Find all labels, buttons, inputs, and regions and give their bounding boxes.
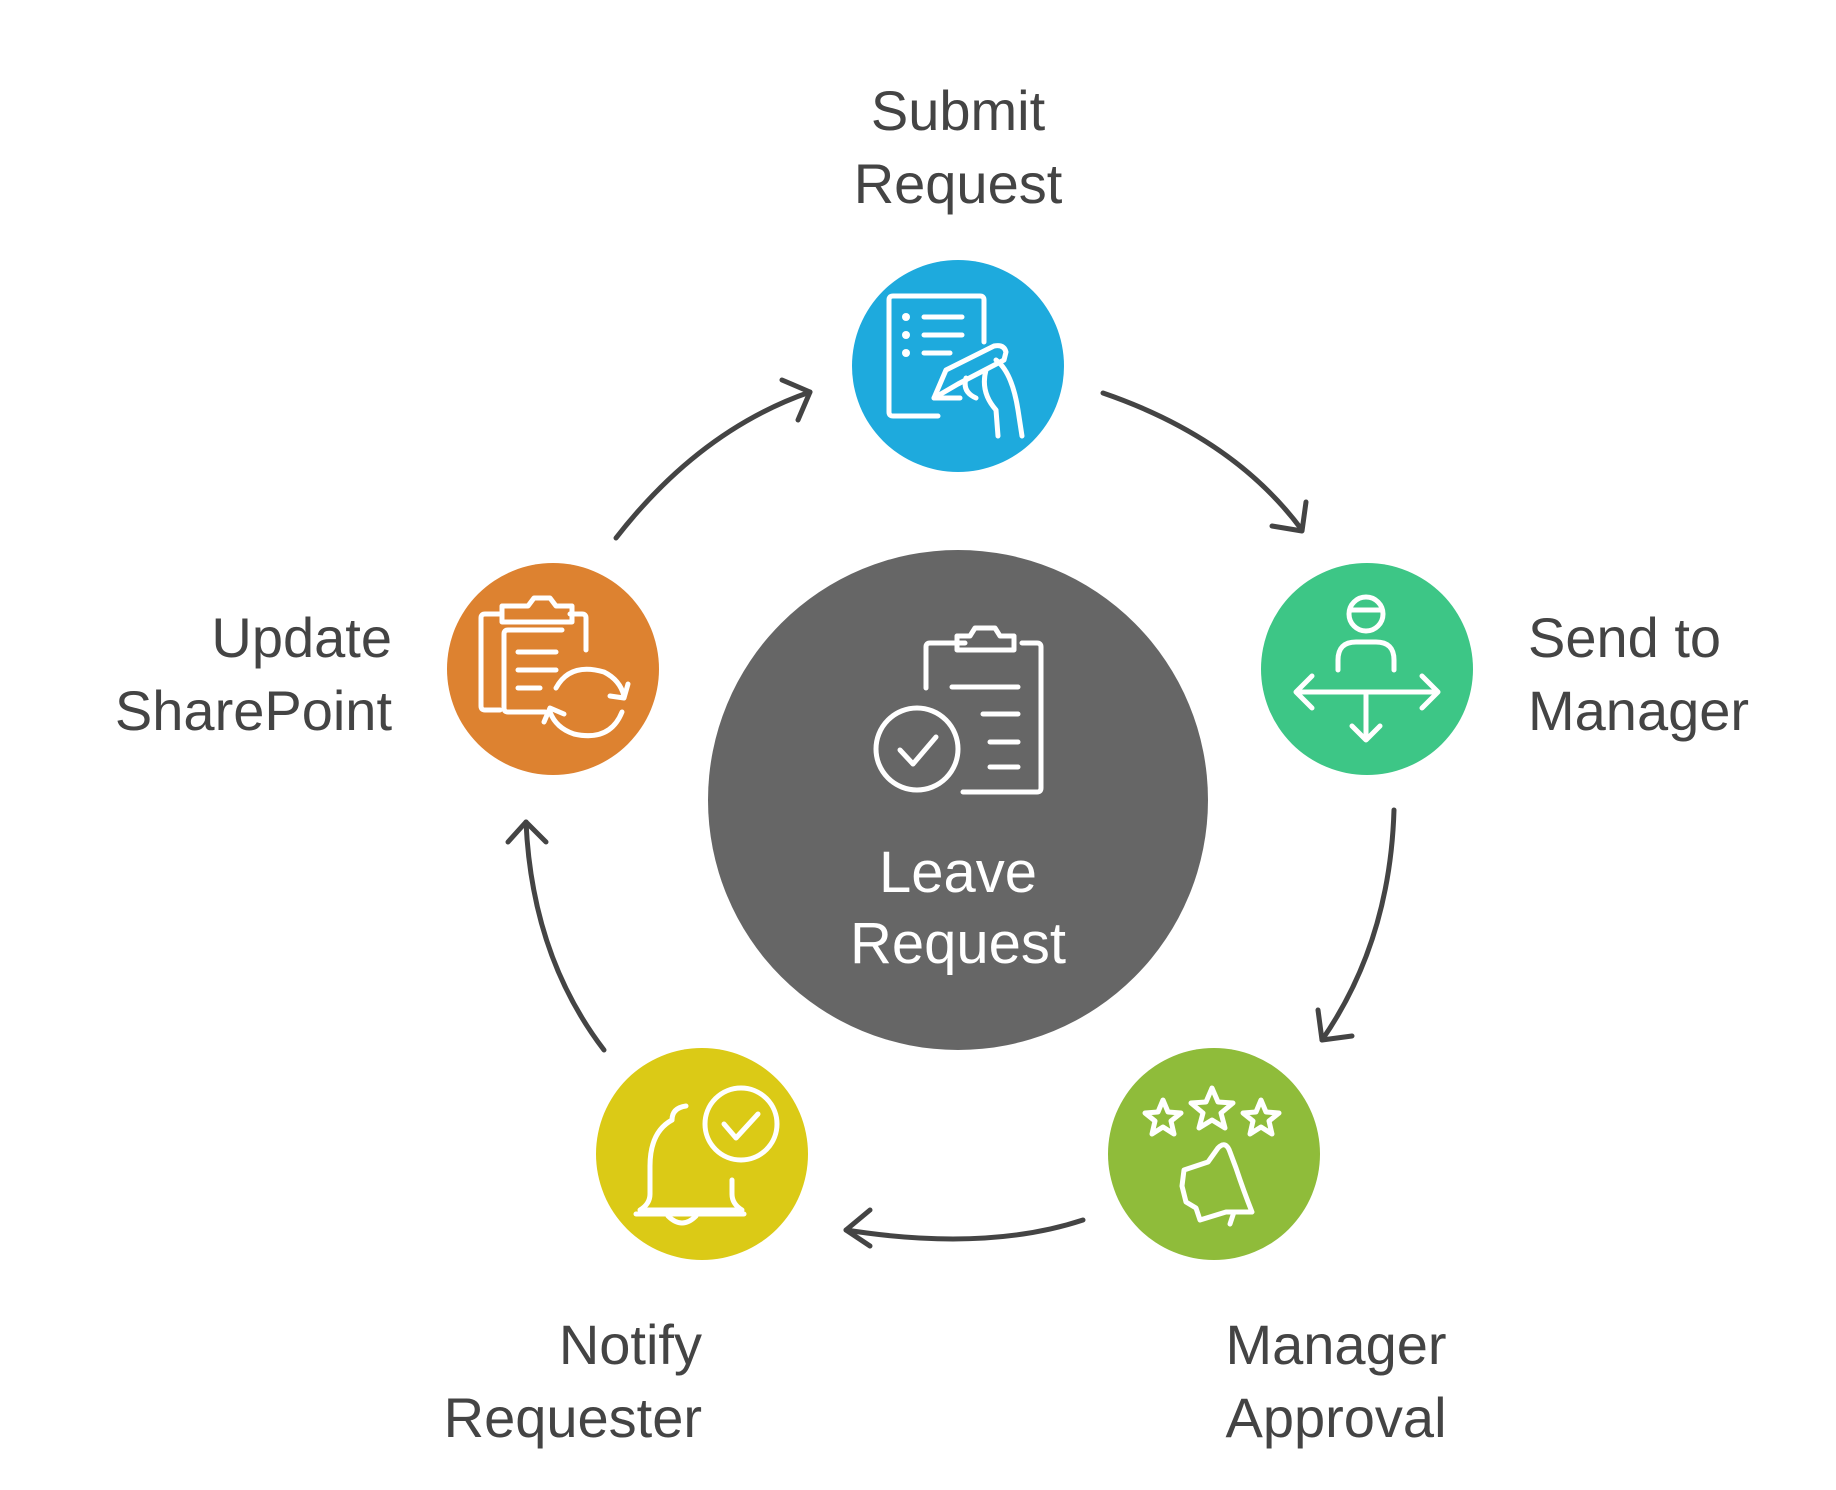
person-directions-icon bbox=[1293, 594, 1441, 743]
step-label-line2: Approval bbox=[1225, 1386, 1446, 1449]
step-label-line2: Manager bbox=[1528, 679, 1749, 742]
step-label-line1: Notify bbox=[559, 1313, 702, 1376]
step-label-line1: Submit bbox=[871, 79, 1046, 142]
clipboard-check-icon bbox=[873, 625, 1044, 795]
document-sync-icon bbox=[478, 595, 631, 739]
step-circle bbox=[596, 1048, 808, 1260]
stars-thumbs-up-icon bbox=[1142, 1085, 1282, 1227]
step-label-line1: Send to bbox=[1528, 606, 1721, 669]
center-label-line2: Request bbox=[850, 911, 1066, 976]
step-send-to-manager: Send to Manager bbox=[1261, 563, 1749, 775]
step-label-line1: Update bbox=[211, 606, 392, 669]
bell-check-icon bbox=[633, 1085, 780, 1226]
center-node: Leave Request bbox=[708, 550, 1208, 1050]
arrow-update-to-submit bbox=[613, 377, 813, 541]
step-label-line1: Manager bbox=[1225, 1313, 1446, 1376]
step-label-line2: SharePoint bbox=[115, 679, 393, 742]
center-label-line1: Leave bbox=[879, 840, 1037, 905]
document-signing-icon bbox=[886, 293, 1025, 439]
center-circle bbox=[708, 550, 1208, 1050]
step-circle bbox=[1261, 563, 1473, 775]
step-label-line2: Requester bbox=[444, 1386, 702, 1449]
arrow-submit-to-send bbox=[1100, 390, 1309, 534]
step-manager-approval: Manager Approval bbox=[1108, 1048, 1447, 1449]
arrow-notify-to-update bbox=[505, 819, 607, 1053]
cycle-arrows bbox=[505, 377, 1397, 1249]
step-label-line2: Request bbox=[854, 152, 1063, 215]
step-notify-requester: Notify Requester bbox=[444, 1048, 808, 1449]
arrow-approval-to-notify bbox=[843, 1207, 1086, 1249]
step-submit-request: Submit Request bbox=[852, 79, 1064, 472]
arrow-send-to-approval bbox=[1315, 807, 1397, 1043]
step-update-sharepoint: Update SharePoint bbox=[115, 563, 659, 775]
